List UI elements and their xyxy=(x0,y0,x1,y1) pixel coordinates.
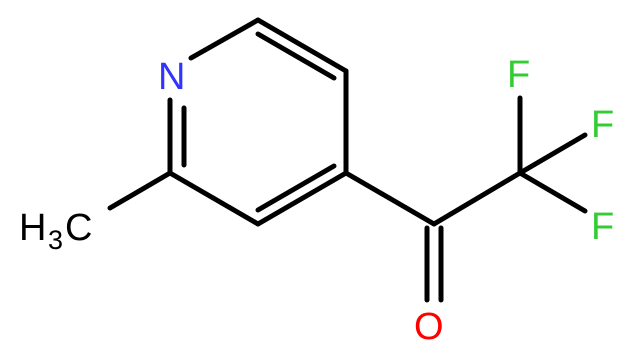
bond-c6-c5 xyxy=(255,17,349,74)
bond-cf3-f3 xyxy=(517,170,588,214)
bond-n-c6 xyxy=(188,17,261,61)
methyl-h: H xyxy=(19,207,46,249)
bond-c4-carbonyl xyxy=(343,170,437,227)
bond-c3-c2 xyxy=(167,170,261,227)
methyl-c: C xyxy=(65,207,92,249)
fluorine-atom-label-3: F xyxy=(591,206,614,248)
fluorine-atom-label-1: F xyxy=(507,54,530,96)
bond-c4-c3-inner xyxy=(255,163,337,213)
pyridine-ring xyxy=(167,17,349,227)
bond-carbonyl-cf3 xyxy=(431,170,523,227)
fluorine-atom-label-2: F xyxy=(591,104,614,146)
methyl-label: H 3 C xyxy=(19,207,92,255)
oxygen-atom-label: O xyxy=(414,306,444,348)
nitrogen-atom-label: N xyxy=(158,56,185,98)
bond-c2-methyl xyxy=(107,170,173,211)
bond-c4-c3 xyxy=(255,170,349,227)
bond-c6-c5-inner xyxy=(255,31,337,81)
methyl-subscript: 3 xyxy=(48,225,63,255)
bond-cf3-f2 xyxy=(517,132,588,176)
